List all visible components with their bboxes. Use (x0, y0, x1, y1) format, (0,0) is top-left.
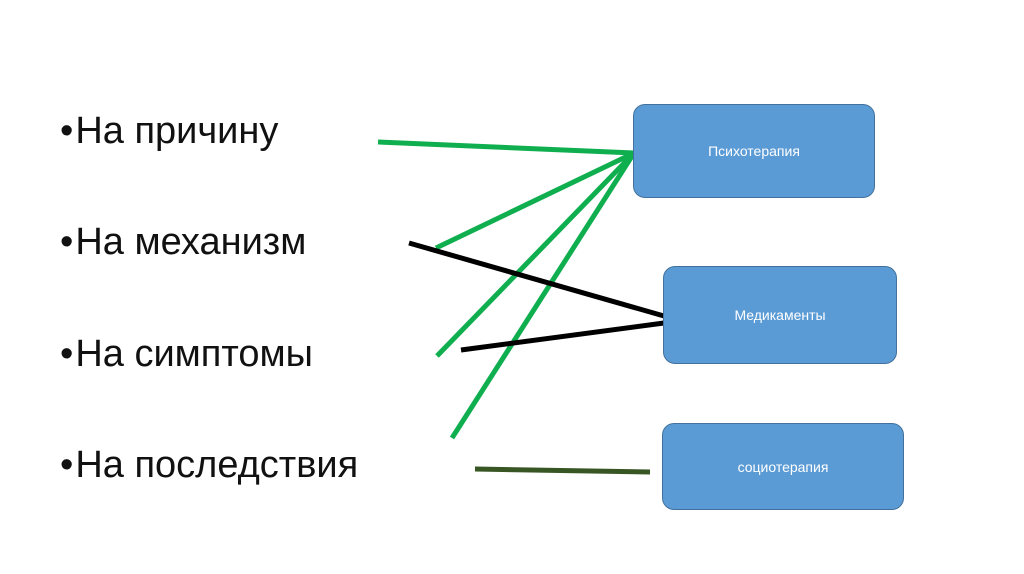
bullet-marker: • (60, 444, 74, 486)
line-symptoms-to-psychotherapy (435, 151, 636, 358)
bullet-text-symptoms: На симптомы (75, 333, 313, 375)
box-sociotherapy: социотерапия (662, 423, 904, 510)
bullet-symptoms: •На симптомы (60, 335, 313, 373)
box-label-medication: Медикаменты (734, 307, 826, 323)
bullet-text-cause: На причину (75, 110, 279, 152)
bullet-text-mechanism: На механизм (75, 221, 307, 263)
bullet-marker: • (60, 333, 74, 375)
box-psychotherapy: Психотерапия (633, 104, 875, 198)
line-mechanism-to-medication (408, 240, 665, 319)
line-symptoms-to-medication (460, 320, 665, 353)
line-consequences-to-sociotherapy (474, 466, 651, 475)
bullet-consequences: •На последствия (60, 446, 358, 484)
box-medication: Медикаменты (663, 266, 897, 364)
line-mechanism-to-psychotherapy (434, 150, 636, 251)
bullet-cause: •На причину (60, 112, 278, 150)
bullet-marker: • (60, 110, 74, 152)
box-label-sociotherapy: социотерапия (737, 458, 829, 475)
bullet-marker: • (60, 221, 74, 263)
bullet-text-consequences: На последствия (75, 444, 359, 486)
box-label-psychotherapy: Психотерапия (708, 143, 800, 159)
line-consequences-to-psychotherapy (449, 151, 637, 440)
bullet-mechanism: •На механизм (60, 223, 306, 261)
line-cause-to-psychotherapy (377, 139, 635, 156)
